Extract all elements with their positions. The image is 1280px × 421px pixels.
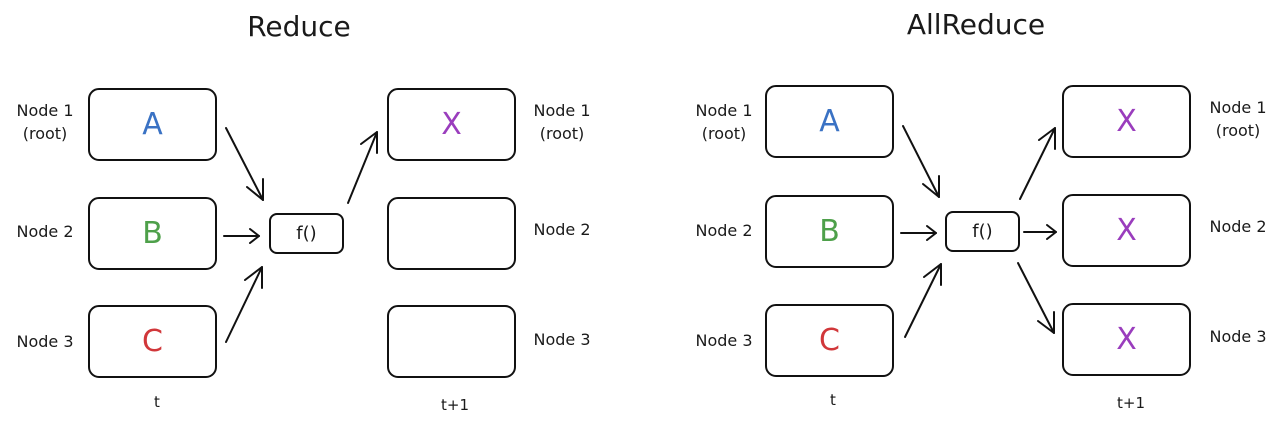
reduce-output-node-2-label: Node 2 — [517, 218, 607, 241]
label-line: Node 3 — [695, 331, 753, 350]
arrow-reduce-c-to-f — [225, 266, 263, 343]
arrow-allreduce-f-to-output-3 — [1017, 262, 1055, 334]
label-line: Node 2 — [1209, 217, 1267, 236]
allreduce-input-node-2-label: Node 2 — [679, 219, 769, 242]
arrow-allreduce-c-to-f — [904, 263, 942, 338]
arrow-allreduce-b-to-f — [900, 225, 937, 241]
reduce-input-node-2-label: Node 2 — [0, 220, 90, 243]
arrow-allreduce-f-to-output-1 — [1019, 127, 1056, 200]
arrow-allreduce-f-to-output-2 — [1023, 224, 1057, 240]
allreduce-input-node-1-label: Node 1 (root) — [679, 99, 769, 145]
label-line: Node 1 — [533, 101, 591, 120]
reduce-input-box-c: C — [88, 305, 217, 378]
arrow-reduce-b-to-f — [223, 228, 260, 244]
allreduce-function-box: f() — [945, 211, 1020, 252]
label-line: Node 3 — [533, 330, 591, 349]
allreduce-output-box-2: X — [1062, 194, 1191, 267]
allreduce-time-in: t — [830, 391, 836, 409]
allreduce-input-box-b: B — [765, 195, 894, 268]
reduce-output-box-3 — [387, 305, 516, 378]
allreduce-time-out: t+1 — [1117, 394, 1145, 412]
allreduce-title: AllReduce — [906, 8, 1046, 41]
reduce-input-box-a: A — [88, 88, 217, 161]
arrow-reduce-f-to-output-1 — [347, 131, 378, 204]
allreduce-input-node-3-label: Node 3 — [679, 329, 769, 352]
allreduce-input-box-a: A — [765, 85, 894, 158]
reduce-input-box-b: B — [88, 197, 217, 270]
allreduce-input-box-c: C — [765, 304, 894, 377]
allreduce-output-box-1: X — [1062, 85, 1191, 158]
label-line: Node 3 — [16, 332, 74, 351]
label-line: (root) — [701, 124, 747, 143]
label-line: Node 1 — [16, 101, 74, 120]
label-line: Node 2 — [16, 222, 74, 241]
label-line: (root) — [539, 124, 585, 143]
reduce-time-out: t+1 — [441, 396, 469, 414]
arrow-reduce-a-to-f — [225, 127, 264, 201]
label-line: Node 1 — [695, 101, 753, 120]
label-line: Node 2 — [533, 220, 591, 239]
reduce-output-box-1: X — [387, 88, 516, 161]
allreduce-output-node-1-label: Node 1 (root) — [1193, 96, 1280, 142]
allreduce-output-node-2-label: Node 2 — [1193, 215, 1280, 238]
reduce-input-node-3-label: Node 3 — [0, 330, 90, 353]
reduce-title: Reduce — [247, 10, 351, 43]
allreduce-output-box-3: X — [1062, 303, 1191, 376]
label-line: (root) — [22, 124, 68, 143]
reduce-input-node-1-label: Node 1 (root) — [0, 99, 90, 145]
label-line: Node 1 — [1209, 98, 1267, 117]
reduce-time-in: t — [154, 393, 160, 411]
arrow-allreduce-a-to-f — [902, 125, 940, 198]
label-line: (root) — [1215, 121, 1261, 140]
label-line: Node 3 — [1209, 327, 1267, 346]
reduce-output-box-2 — [387, 197, 516, 270]
reduce-output-node-3-label: Node 3 — [517, 328, 607, 351]
reduce-output-node-1-label: Node 1 (root) — [517, 99, 607, 145]
allreduce-output-node-3-label: Node 3 — [1193, 325, 1280, 348]
reduce-function-box: f() — [269, 213, 344, 254]
label-line: Node 2 — [695, 221, 753, 240]
